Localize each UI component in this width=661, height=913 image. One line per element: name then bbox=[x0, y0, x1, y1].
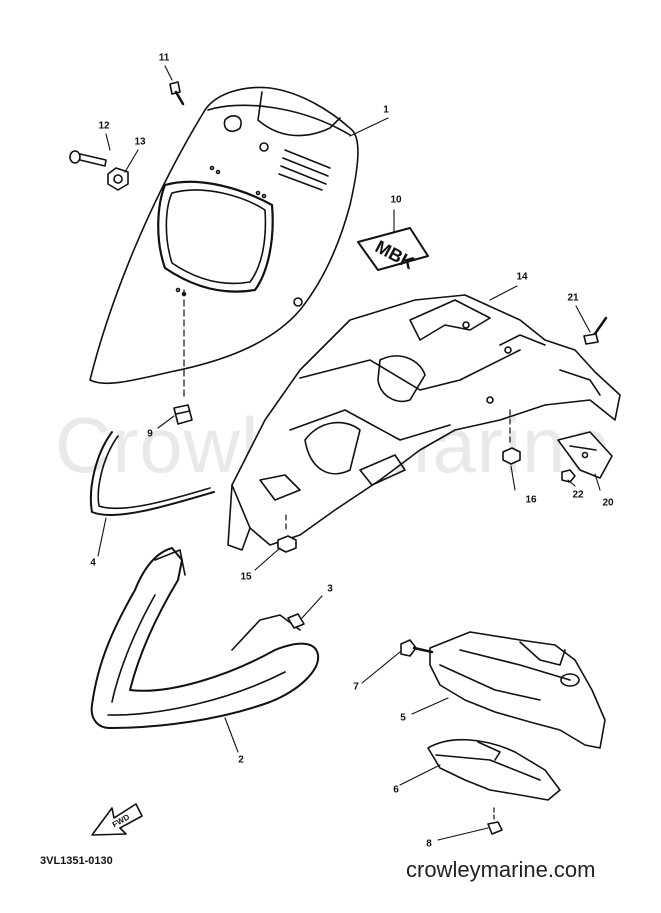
screw-part-21 bbox=[583, 316, 608, 345]
nut-part-13 bbox=[107, 167, 129, 191]
nut-part-22 bbox=[561, 469, 576, 483]
trim-strip-part-4 bbox=[89, 431, 215, 516]
callout-label-20: 20 bbox=[602, 497, 614, 509]
bracket-part-20 bbox=[557, 431, 613, 479]
nut-part-16 bbox=[502, 409, 521, 465]
screw-part-3 bbox=[287, 613, 305, 629]
flap-part-6 bbox=[427, 738, 561, 801]
site-url: crowleymarine.com bbox=[406, 857, 596, 882]
callout-label-6: 6 bbox=[393, 784, 399, 796]
callout-label-4: 4 bbox=[90, 557, 96, 569]
mudguard-part-5 bbox=[429, 631, 606, 749]
callout-label-22: 22 bbox=[572, 489, 584, 501]
screw-part-12 bbox=[69, 150, 107, 167]
callout-label-10: 10 bbox=[390, 194, 402, 206]
inner-panel-part-14 bbox=[227, 294, 621, 551]
callout-label-14: 14 bbox=[516, 271, 528, 283]
lower-cover-part-2 bbox=[90, 547, 320, 729]
callout-label-2: 2 bbox=[238, 754, 244, 766]
callout-label-15: 15 bbox=[240, 571, 252, 583]
callout-label-3: 3 bbox=[327, 583, 333, 595]
front-cover-part bbox=[89, 86, 359, 385]
callout-label-21: 21 bbox=[567, 292, 579, 304]
grommet-part-9 bbox=[173, 404, 193, 425]
callout-label-9: 9 bbox=[147, 428, 153, 440]
callout-label-8: 8 bbox=[426, 838, 432, 850]
diagram-code: 3VL1351-0130 bbox=[40, 855, 113, 867]
fwd-arrow-icon: FWD bbox=[91, 803, 143, 836]
leader-lines bbox=[97, 65, 601, 841]
callout-label-7: 7 bbox=[353, 681, 359, 693]
callout-label-1: 1 bbox=[383, 104, 389, 116]
screw-part-8 bbox=[487, 807, 503, 835]
bolt-part-11 bbox=[169, 81, 185, 106]
callout-label-12: 12 bbox=[98, 120, 110, 132]
grommet-part-15 bbox=[277, 514, 297, 553]
callout-label-5: 5 bbox=[400, 712, 406, 724]
callout-label-16: 16 bbox=[525, 494, 537, 506]
callout-label-13: 13 bbox=[134, 136, 146, 148]
emblem-part-10: MBK bbox=[357, 227, 429, 273]
bolt-part-7 bbox=[400, 639, 434, 657]
callout-label-11: 11 bbox=[158, 52, 170, 64]
